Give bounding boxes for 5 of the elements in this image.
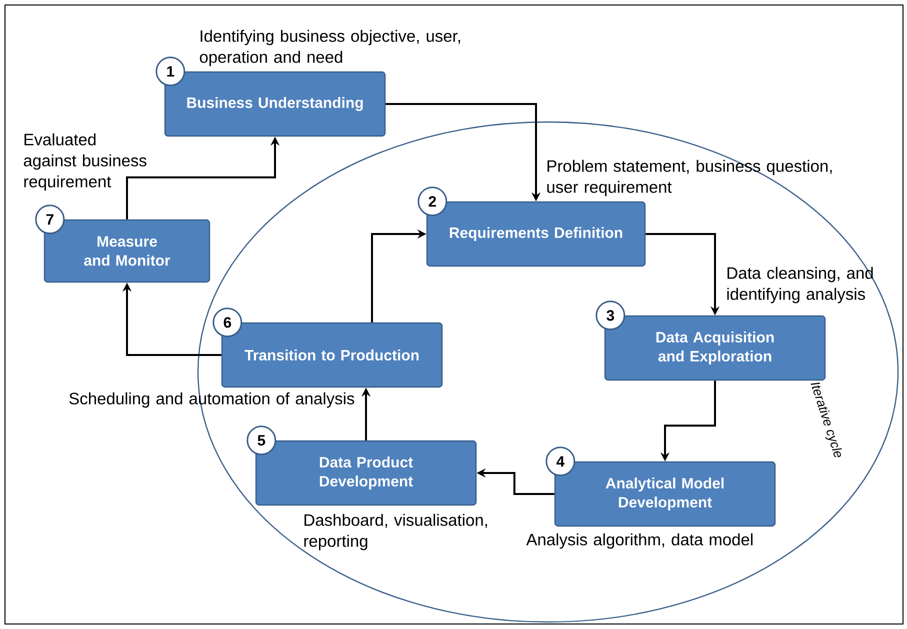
note-text: Analysis algorithm, data model	[526, 533, 752, 549]
note-text: Dashboard, visualisation, reporting	[304, 514, 487, 550]
cycle-label: Iterative cycle	[810, 382, 842, 458]
note-text: Identifying business objective, user, operation and need	[200, 30, 460, 66]
edge-label: Evaluated against business requirement	[24, 133, 146, 191]
